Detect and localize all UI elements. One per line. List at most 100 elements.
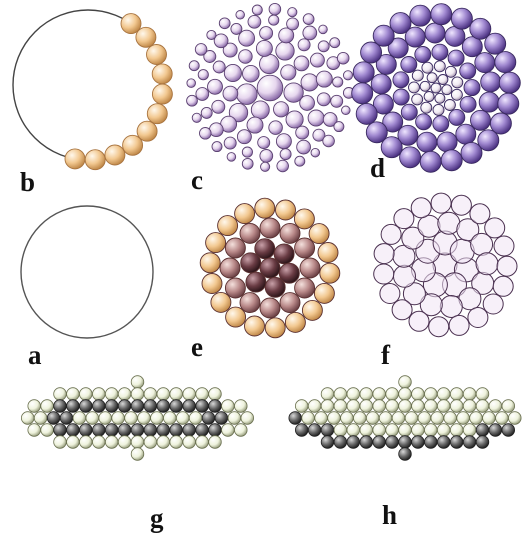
panel-c-particle: [187, 79, 196, 88]
panel-c-particle: [296, 126, 309, 139]
panel-g-particle: [28, 400, 41, 413]
panel-g-particle: [183, 424, 196, 437]
panel-e-particle: [294, 209, 314, 229]
panel-h-particle: [373, 388, 386, 401]
panel-e-particle: [265, 318, 285, 338]
panel-f-particle: [394, 265, 416, 287]
panel-d-particle: [420, 81, 430, 91]
panel-c-particle: [198, 70, 208, 80]
panel-g-particle: [60, 412, 73, 425]
panel-d-particle: [420, 151, 441, 172]
panel-g-particle: [34, 412, 47, 425]
panel-h-particle: [386, 388, 399, 401]
panel-g-particle: [131, 448, 144, 461]
panel-c-particle: [330, 38, 340, 48]
panel-d-particle: [371, 74, 391, 94]
panel-h-particle: [483, 412, 496, 425]
panel-b-label: b: [20, 169, 35, 196]
panel-c-particle: [286, 111, 303, 128]
panel-d-particle: [366, 122, 387, 143]
panel-c-particle: [187, 95, 198, 106]
panel-c-particle: [227, 153, 236, 162]
panel-c-particle: [248, 15, 261, 28]
panel-d-particle: [441, 150, 462, 171]
panel-g-particle: [118, 436, 131, 449]
panel-e-particles: [200, 198, 340, 338]
panel-c-particle: [223, 86, 238, 101]
panel-g-particle: [80, 400, 93, 413]
panel-h-particle: [425, 400, 438, 413]
panel-d-particle: [431, 4, 452, 25]
panel-b: [13, 10, 172, 170]
panel-c-particle: [294, 56, 309, 71]
panel-g-particle: [144, 388, 157, 401]
panel-h-particle: [450, 436, 463, 449]
panel-g-particle: [157, 388, 170, 401]
panel-b-particle: [147, 104, 167, 124]
panel-h-particle: [425, 436, 438, 449]
panel-g-particle: [80, 436, 93, 449]
panel-d-particle: [401, 104, 417, 120]
panel-c-particle: [303, 26, 317, 40]
panel-d-particle: [485, 33, 506, 54]
panel-h-particle: [502, 400, 515, 413]
panel-c-particle: [269, 15, 279, 25]
panel-e-particle: [255, 198, 275, 218]
panel-c-particle: [337, 52, 349, 64]
panel-d-particle: [456, 124, 476, 144]
panel-g-particle: [105, 436, 118, 449]
panel-d-particle: [452, 77, 463, 88]
panel-c-particle: [274, 102, 289, 117]
panel-h-particle: [334, 424, 347, 437]
panel-e-particle: [276, 200, 296, 220]
panel-d-particle: [464, 80, 480, 96]
panel-c-particle: [317, 93, 330, 106]
panel-h-particle: [418, 412, 431, 425]
panel-g-particle: [67, 424, 80, 437]
panel-f-particle: [468, 308, 488, 328]
panel-d-particle: [353, 62, 374, 83]
panel-g-particle: [196, 424, 209, 437]
panel-f-particle: [497, 256, 517, 276]
panel-d-particle: [421, 102, 432, 113]
panel-b-particle: [105, 145, 125, 165]
panel-g-particle: [80, 424, 93, 437]
panel-g-particle: [125, 412, 138, 425]
panel-c-particle: [260, 54, 279, 73]
panel-h-particle: [321, 436, 334, 449]
panel-g-particle: [189, 412, 202, 425]
panel-f-particle: [429, 317, 449, 337]
panel-d-particle: [393, 89, 409, 105]
panel-d-particle: [448, 50, 464, 66]
panel-c-particle: [323, 135, 335, 147]
panel-g-particle: [54, 388, 67, 401]
panel-f-particle: [374, 244, 394, 264]
panel-c-particle: [212, 100, 225, 113]
panel-h-particle: [341, 412, 354, 425]
panel-g-particle: [105, 388, 118, 401]
panel-h-particle: [308, 400, 321, 413]
panel-h-particle: [405, 412, 418, 425]
panel-b-particle: [85, 150, 105, 170]
panel-c-particle: [258, 137, 270, 149]
panel-d-particle: [435, 93, 445, 103]
panel-d-particle: [495, 52, 516, 73]
panel-h-particle: [379, 412, 392, 425]
panel-f-particle: [485, 218, 505, 238]
panel-e-particle: [274, 244, 294, 264]
panel-f-particle: [411, 198, 431, 218]
panel-d-particle: [393, 72, 409, 88]
panel-d-particle: [481, 72, 501, 92]
panel-h-particle: [437, 388, 450, 401]
panel-h-particle: [347, 388, 360, 401]
panel-h-particle: [476, 436, 489, 449]
panel-h-particle: [463, 436, 476, 449]
panel-d-particle: [451, 89, 462, 100]
panel-c-particle: [242, 147, 252, 157]
panel-h-particle: [509, 412, 522, 425]
panel-c-particle: [318, 41, 329, 52]
panel-g-particle: [47, 412, 60, 425]
panel-e-particle: [226, 307, 246, 327]
panel-c-particle: [236, 11, 245, 20]
panel-h-label: h: [382, 502, 397, 529]
